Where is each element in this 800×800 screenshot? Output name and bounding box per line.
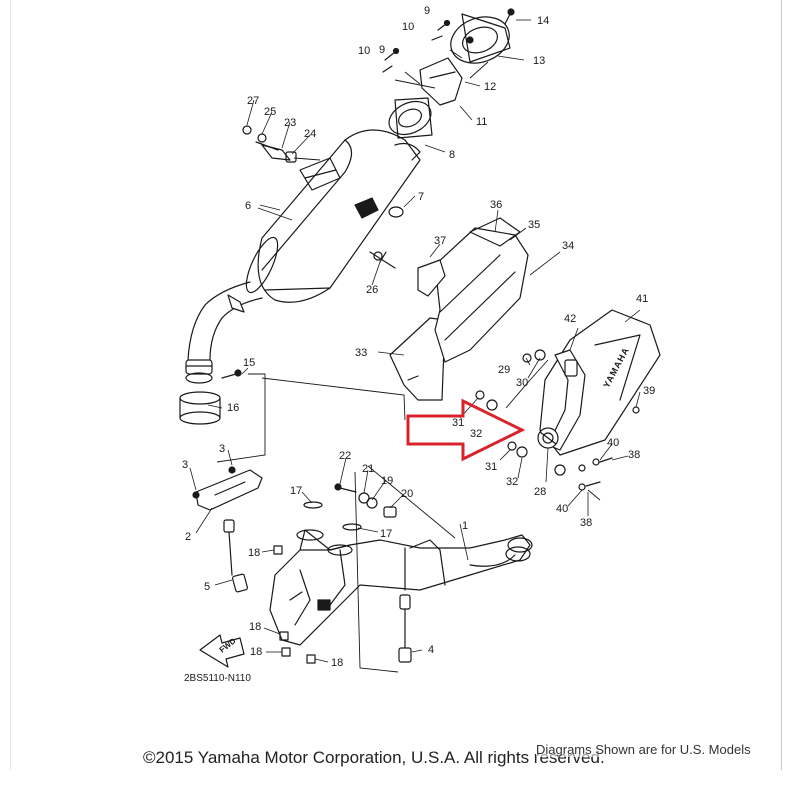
bolt-15: [221, 369, 242, 379]
callout: 1: [462, 520, 468, 532]
callout: 12: [484, 81, 496, 93]
exhaust-pipe-1: [269, 529, 533, 646]
callout: 3: [219, 443, 225, 455]
callout: 35: [528, 219, 540, 231]
callout: 25: [264, 106, 276, 118]
diagram-code: 2BS5110-N110: [184, 673, 251, 684]
guide-lines: [216, 49, 601, 673]
callout: 41: [636, 293, 648, 305]
heat-shield-33: [389, 317, 446, 401]
bolts-19-22: [334, 483, 397, 518]
callout-numbers: 1 2 3 3 4 5 6 7 8 9 9 10 10 11 12 13 14 …: [182, 5, 655, 684]
callout: 17: [290, 485, 302, 497]
callout: 31: [485, 461, 497, 473]
callout: 10: [402, 21, 414, 33]
callout: 6: [245, 200, 251, 212]
callout: 7: [418, 191, 424, 203]
grommet-7: [388, 206, 404, 218]
callout: 29: [498, 364, 510, 376]
callout: 26: [366, 284, 378, 296]
callout: 23: [284, 117, 296, 129]
callout: 20: [401, 488, 413, 500]
callout: 27: [247, 95, 259, 107]
cover-11: [419, 57, 463, 106]
heat-shield-37: [417, 259, 446, 297]
sensor-5: [223, 519, 249, 593]
callout: 24: [304, 128, 316, 140]
heat-shield-34-35: [434, 227, 529, 363]
callout: 13: [533, 55, 545, 67]
sensor-4: [398, 594, 412, 663]
callout: 21: [362, 463, 374, 475]
callout: 18: [250, 646, 262, 658]
muffler-body: [245, 129, 421, 303]
callout: 11: [476, 116, 487, 128]
callout: 37: [434, 235, 446, 247]
callout: 38: [580, 517, 592, 529]
callout: 38: [628, 449, 640, 461]
callout: 19: [381, 475, 393, 487]
callout: 14: [537, 15, 549, 27]
screws-9-10: [382, 8, 515, 73]
mount-bolt-set: [242, 125, 297, 163]
callout: 34: [562, 240, 574, 252]
callout: 5: [204, 581, 210, 593]
callout: 3: [182, 459, 188, 471]
callout: 9: [379, 44, 385, 56]
callout: 28: [534, 486, 546, 498]
callout: 36: [490, 199, 502, 211]
copyright-text: ©2015 Yamaha Motor Corporation, U.S.A. A…: [143, 748, 605, 767]
callout: 8: [449, 149, 455, 161]
gaskets-17: [303, 501, 362, 531]
end-cap-13: [450, 13, 511, 64]
callout: 32: [506, 476, 518, 488]
callout: 22: [339, 450, 351, 462]
callout: 10: [358, 45, 370, 57]
clamp-28: [537, 427, 559, 449]
leader-lines: [189, 19, 641, 663]
models-note: Diagrams Shown are for U.S. Models: [536, 742, 751, 757]
callout: 16: [227, 402, 239, 414]
callout: 31: [452, 417, 464, 429]
bracket-42: [547, 349, 586, 451]
callout: 2: [185, 531, 191, 543]
fasteners-right: [475, 349, 640, 491]
callout: 40: [607, 437, 619, 449]
muffler-link-pipe: [185, 281, 263, 384]
highlight-arrow-icon: [406, 398, 526, 462]
callout: 30: [516, 377, 528, 389]
callout: 15: [243, 357, 255, 369]
callout: 9: [424, 5, 430, 17]
fwd-arrow-icon: [199, 634, 245, 668]
callout: 18: [249, 621, 261, 633]
callout: 32: [470, 428, 482, 440]
page-border: [10, 0, 782, 770]
bolt-26: [369, 251, 396, 269]
plate-8: [388, 97, 433, 139]
callout: 17: [380, 528, 392, 540]
gasket-16: [179, 391, 221, 425]
bracket-2: [192, 466, 263, 511]
callout: 40: [556, 503, 568, 515]
callout: 18: [248, 547, 260, 559]
callout: 4: [428, 644, 434, 656]
callout: 33: [355, 347, 367, 359]
callout: 18: [331, 657, 343, 669]
callout: 39: [643, 385, 655, 397]
callout: 42: [564, 313, 576, 325]
